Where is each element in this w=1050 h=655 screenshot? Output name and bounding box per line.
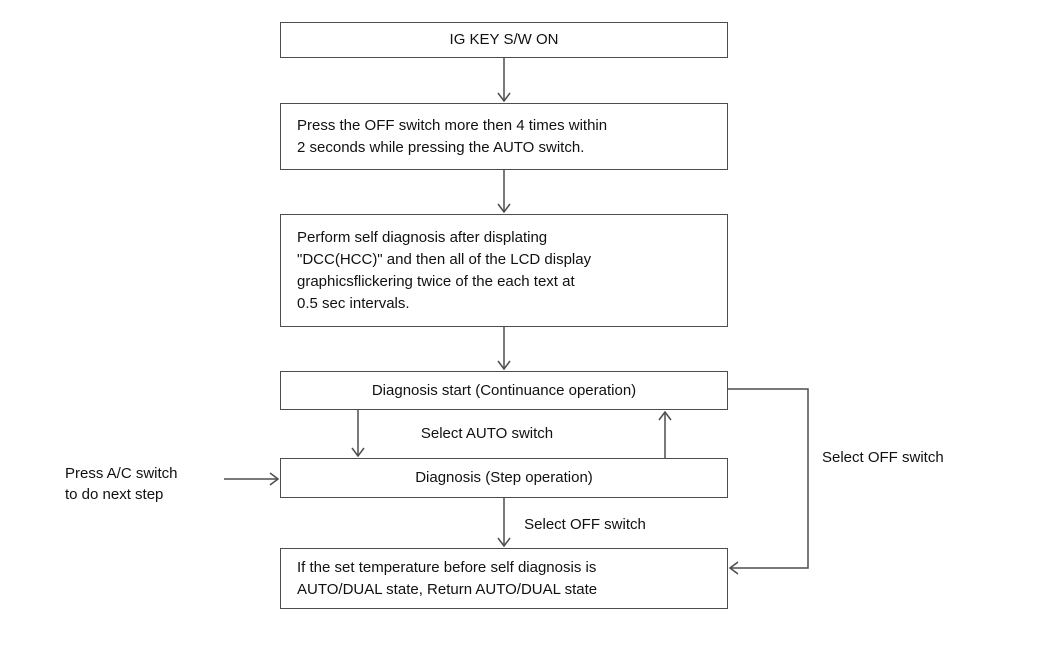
- arrow-press-ac-into-step: [224, 472, 280, 486]
- arrow-start-to-step-down: [351, 410, 365, 458]
- arrow-step-to-start-up: [658, 410, 672, 458]
- edge-label-select-off-switch-loop: Select OFF switch: [822, 449, 944, 466]
- arrow-step-to-return-down: [497, 498, 511, 548]
- flow-node-diagnosis-start: Diagnosis start (Continuance operation): [280, 371, 728, 410]
- arrow-pressoff-to-diagnosisinfo: [497, 170, 511, 214]
- arrow-igkey-to-pressoff: [497, 58, 511, 103]
- flow-node-ig-key-on: IG KEY S/W ON: [280, 22, 728, 58]
- edge-label-select-auto-switch: Select AUTO switch: [420, 425, 554, 442]
- arrow-start-loop-to-return: [728, 388, 809, 575]
- edge-label-select-off-switch-step: Select OFF switch: [524, 516, 646, 533]
- flow-node-press-off-switch: Press the OFF switch more then 4 times w…: [280, 103, 728, 170]
- flow-node-diagnosis-step: Diagnosis (Step operation): [280, 458, 728, 498]
- arrow-diagnosisinfo-to-start: [497, 327, 511, 371]
- edge-label-press-ac-switch: Press A/C switch to do next step: [65, 465, 178, 503]
- flow-node-return-state: If the set temperature before self diagn…: [280, 548, 728, 609]
- flow-node-perform-self-diagnosis: Perform self diagnosis after displating …: [280, 214, 728, 327]
